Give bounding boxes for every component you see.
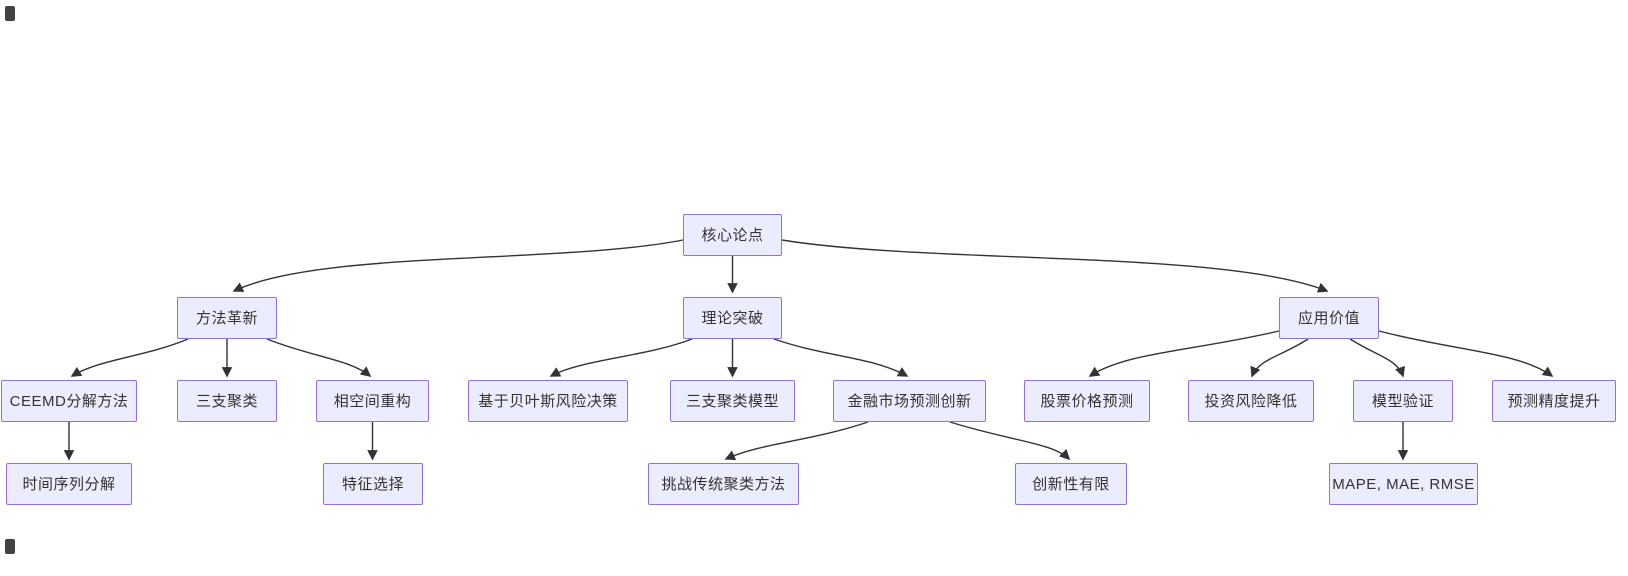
edge-method-to-phase-space: [266, 338, 372, 377]
node-value: 应用价值: [1279, 297, 1379, 339]
edge-method-to-ceemd: [70, 338, 189, 377]
edge-value-to-stock-predict: [1088, 330, 1280, 377]
node-theory: 理论突破: [683, 297, 782, 339]
node-ceemd: CEEMD分解方法: [1, 380, 137, 422]
node-three-way-cluster: 三支聚类: [177, 380, 277, 422]
edge-value-to-risk-reduce: [1250, 338, 1309, 378]
node-stock-predict: 股票价格预测: [1024, 380, 1150, 422]
node-precision-improve: 预测精度提升: [1492, 380, 1616, 422]
node-bayes-risk: 基于贝叶斯风险决策: [468, 380, 628, 422]
edge-theory-to-bayes-risk: [549, 338, 693, 377]
node-feature-select: 特征选择: [323, 463, 423, 505]
node-core: 核心论点: [683, 214, 782, 256]
edge-value-to-precision-improve: [1378, 330, 1554, 377]
edge-value-to-model-validate: [1349, 338, 1405, 378]
edge-core-to-value: [781, 239, 1329, 293]
node-risk-reduce: 投资风险降低: [1188, 380, 1314, 422]
corner-mark-top-left: [5, 6, 15, 21]
node-metrics: MAPE, MAE, RMSE: [1329, 463, 1478, 505]
edge-finance-innovation-to-challenge-cluster: [724, 421, 869, 461]
edge-finance-innovation-to-limited-innovation: [949, 421, 1071, 461]
corner-mark-bottom-left: [5, 539, 15, 554]
node-limited-innovation: 创新性有限: [1015, 463, 1127, 505]
node-phase-space: 相空间重构: [316, 380, 429, 422]
node-three-way-model: 三支聚类模型: [670, 380, 795, 422]
node-model-validate: 模型验证: [1353, 380, 1453, 422]
node-finance-innovation: 金融市场预测创新: [833, 380, 986, 422]
node-method: 方法革新: [177, 297, 277, 339]
node-challenge-cluster: 挑战传统聚类方法: [648, 463, 799, 505]
edge-theory-to-finance-innovation: [773, 338, 909, 377]
node-time-series: 时间序列分解: [6, 463, 132, 505]
edge-core-to-method: [232, 239, 684, 292]
